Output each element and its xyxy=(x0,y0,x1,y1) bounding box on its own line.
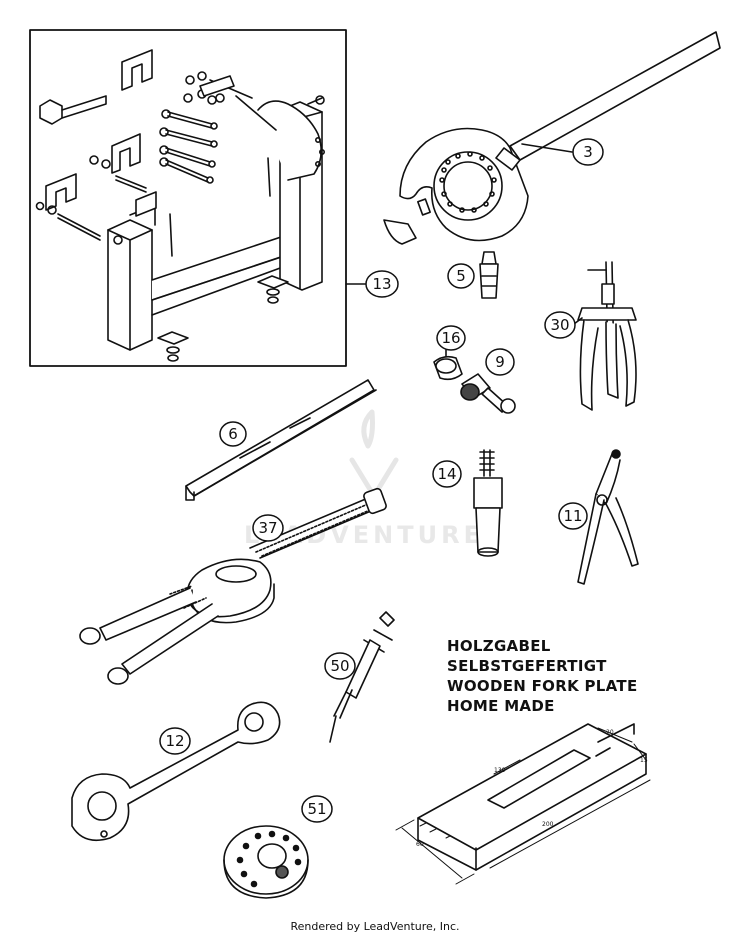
leader-3 xyxy=(521,143,573,153)
footer-credit: Rendered by LeadVenture, Inc. xyxy=(290,920,460,933)
wrench-12 xyxy=(71,701,281,842)
callout-30: 30 xyxy=(550,316,569,334)
puller-37 xyxy=(79,487,387,685)
watermark-logo xyxy=(349,409,399,499)
callout-3: 3 xyxy=(583,143,593,161)
dim-60: 60 xyxy=(416,841,424,848)
bar-6 xyxy=(185,379,377,501)
note-line-4: HOME MADE xyxy=(447,697,555,715)
wooden-plate xyxy=(395,723,651,885)
dim-20: 20 xyxy=(606,729,614,736)
part-9 xyxy=(460,373,516,414)
callout-numbers: 3 13 5 16 9 30 6 14 11 37 50 12 51 xyxy=(165,143,592,818)
callout-5: 5 xyxy=(456,267,466,285)
dim-130: 130 xyxy=(494,767,506,774)
callout-6: 6 xyxy=(228,425,238,443)
disc-51 xyxy=(223,825,309,899)
note-line-3: WOODEN FORK PLATE xyxy=(447,677,638,695)
callout-16: 16 xyxy=(441,329,460,347)
callout-14: 14 xyxy=(437,465,456,483)
dim-200: 200 xyxy=(542,821,554,828)
assembly-13-frame xyxy=(29,29,347,367)
note-line-2: SELBSTGEFERTIGT xyxy=(447,657,607,675)
callout-50: 50 xyxy=(330,657,349,675)
callout-12: 12 xyxy=(165,732,184,750)
dimension-labels: 130 20 15 200 60 xyxy=(416,729,648,848)
brackets xyxy=(39,49,157,217)
part-16 xyxy=(433,355,463,381)
callout-37: 37 xyxy=(258,519,277,537)
part-5 xyxy=(479,251,499,299)
callout-13: 13 xyxy=(372,275,391,293)
callout-51: 51 xyxy=(307,800,326,818)
dim-15: 15 xyxy=(640,757,648,764)
wooden-plate-note: HOLZGABEL SELBSTGEFERTIGT WOODEN FORK PL… xyxy=(447,636,638,716)
syringe-50 xyxy=(329,611,395,743)
bolts xyxy=(35,71,277,241)
callout-circles xyxy=(159,138,604,823)
part-14 xyxy=(473,449,503,557)
stand-pads xyxy=(157,275,289,362)
callout-9: 9 xyxy=(495,353,505,371)
callout-11: 11 xyxy=(563,507,582,525)
pliers-11 xyxy=(577,449,639,585)
note-line-1: HOLZGABEL xyxy=(447,637,551,655)
puller-30 xyxy=(577,261,637,411)
wrench-3 xyxy=(383,31,721,245)
stand-frame xyxy=(107,95,325,351)
